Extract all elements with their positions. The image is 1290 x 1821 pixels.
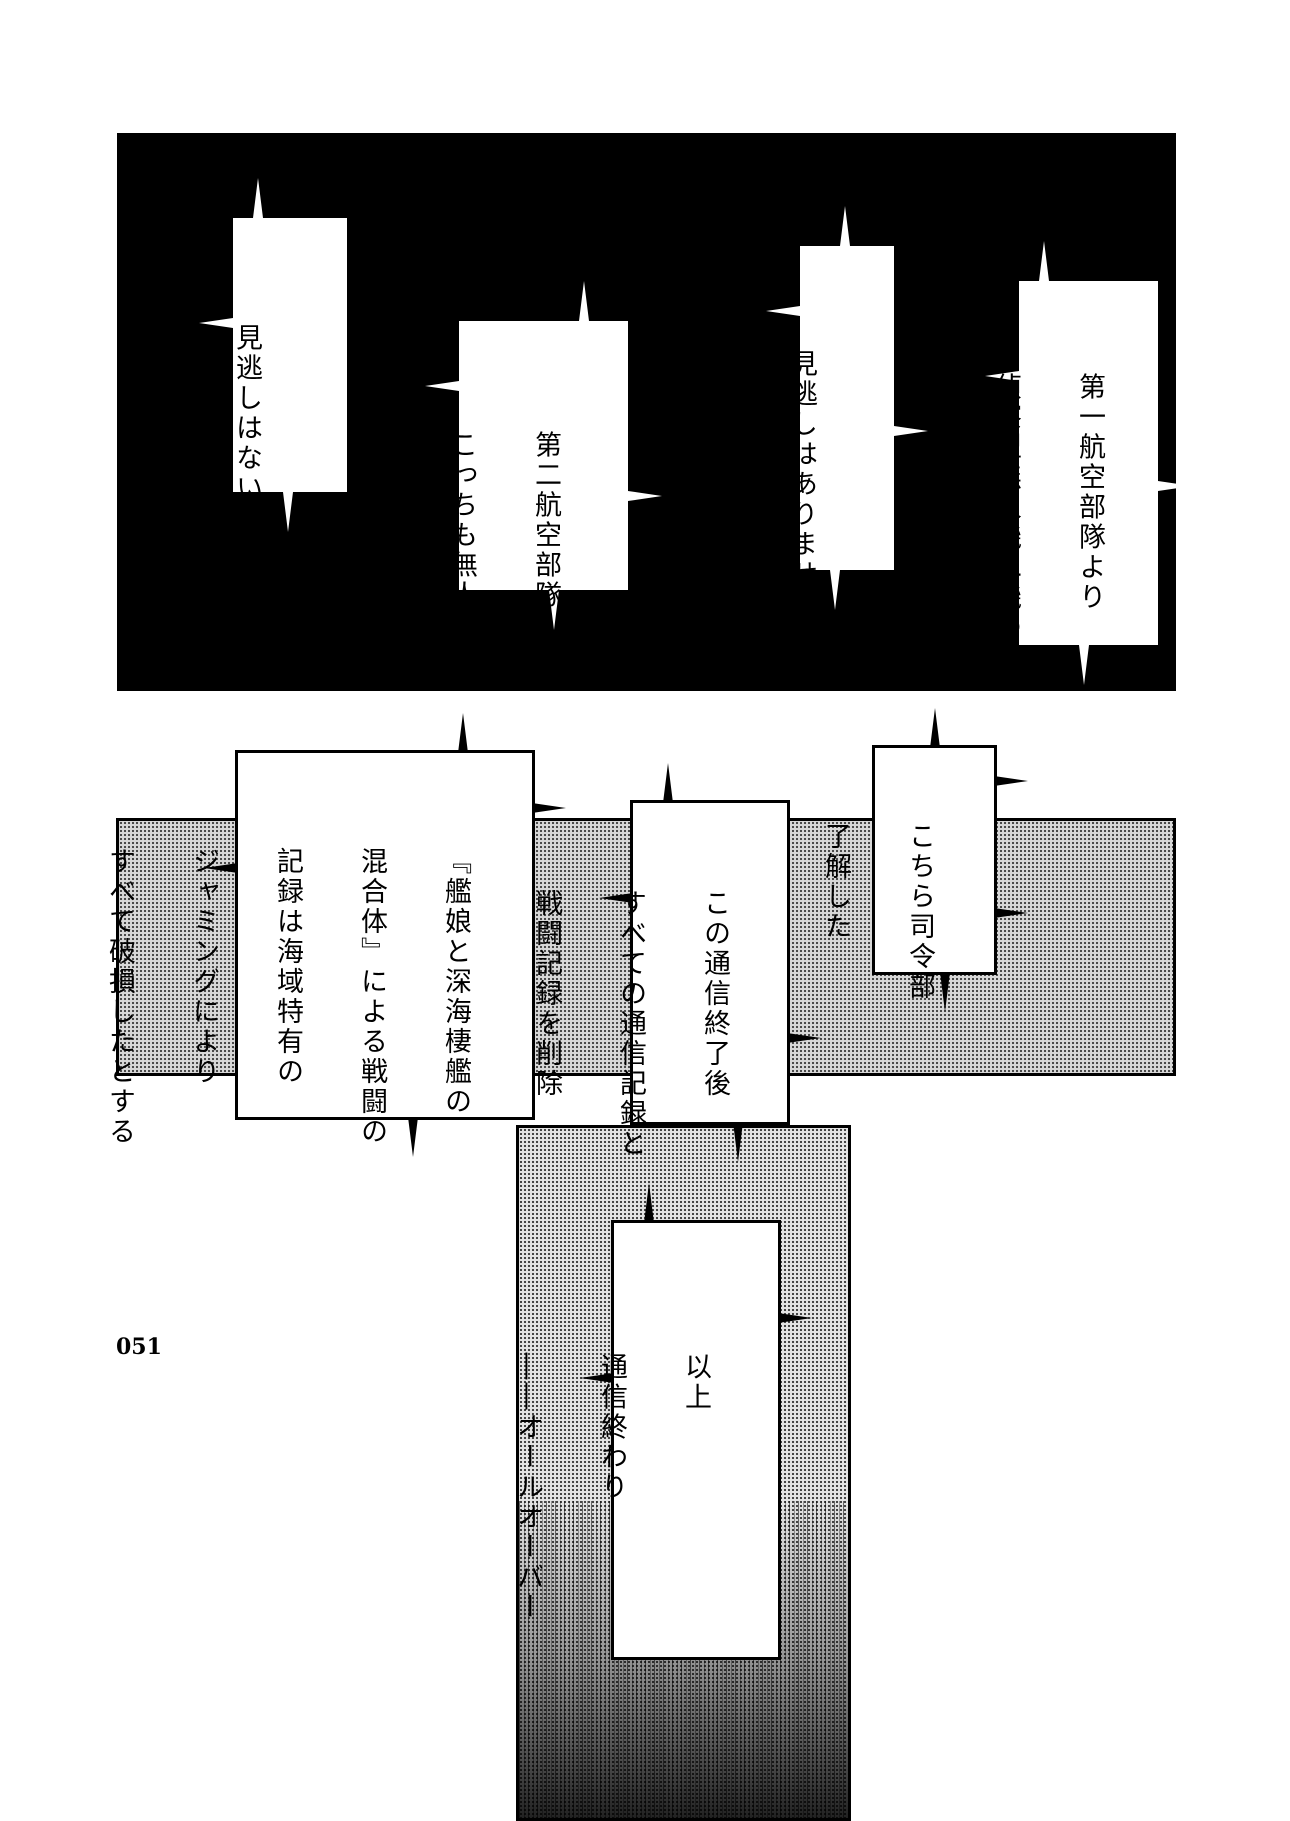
- speech-text: この通信終了後 すべての通信記録と 戦闘記録を削除: [483, 843, 777, 1159]
- speech-balloon-no-misses: 見逃しはないはず: [199, 178, 350, 564]
- speech-line: ジャミングにより: [188, 847, 219, 1088]
- speech-line: 迎撃に成功しました: [906, 372, 937, 643]
- speech-text: 『艦娘と深海棲艦の 混合体』による戦闘の 記録は海域特有の ジャミングにより す…: [56, 801, 518, 1147]
- speech-line: この通信終了後: [699, 889, 730, 1100]
- speech-balloon-first-squadron: 第一航空部隊より 偵察型無人機二機の 迎撃に成功しました: [906, 241, 1192, 685]
- balloon-spike: [930, 708, 940, 748]
- balloon-spike: [580, 1373, 614, 1383]
- balloon-spike: [1039, 241, 1049, 281]
- speech-line: 偵察型無人機二機の: [990, 372, 1021, 643]
- speech-line: 混合体』による戦闘の: [356, 847, 387, 1148]
- speech-line: こっちも無人機: [446, 430, 477, 641]
- balloon-spike: [994, 776, 1028, 786]
- speech-balloon-second-squadron: 第二航空部隊 こっちも無人機 一つ落としたよ: [362, 281, 662, 641]
- balloon-spike: [766, 306, 800, 316]
- balloon-spike: [1079, 645, 1089, 685]
- balloon-spike: [532, 803, 566, 813]
- speech-line: 通信終わり: [596, 1352, 627, 1503]
- speech-line: すべて破損したとする: [104, 847, 135, 1148]
- speech-text: 以上 通信終わり ――オールオーバー: [516, 1283, 758, 1623]
- balloon-spike: [283, 492, 293, 532]
- speech-line: すべての通信記録と: [615, 889, 646, 1160]
- balloon-spike: [458, 713, 468, 753]
- speech-balloon-jamming-report: 『艦娘と深海棲艦の 混合体』による戦闘の 記録は海域特有の ジャミングにより す…: [104, 713, 566, 1157]
- balloon-spike: [894, 426, 928, 436]
- balloon-spike: [408, 1117, 418, 1157]
- balloon-spike: [787, 1033, 821, 1043]
- speech-line: 第一航空部隊より: [1074, 372, 1105, 613]
- balloon-spike: [663, 763, 673, 803]
- speech-line: こちら司令部: [904, 822, 935, 1003]
- speech-balloon-none-missed: 見逃しはありません: [766, 206, 928, 620]
- bottom-panel: 以上 通信終わり ――オールオーバー: [516, 1125, 851, 1821]
- speech-text: 見逃しはないはず: [183, 254, 309, 564]
- top-panel: 第一航空部隊より 偵察型無人機二機の 迎撃に成功しました 見逃しはありません 第…: [117, 133, 1192, 691]
- speech-text: こちら司令部 了解した: [772, 776, 982, 1002]
- balloon-spike: [994, 908, 1028, 918]
- balloon-spike: [199, 318, 233, 328]
- balloon-spike: [599, 893, 633, 903]
- speech-balloon-over-and-out: 以上 通信終わり ――オールオーバー: [519, 1183, 812, 1660]
- balloon-spike: [733, 1122, 743, 1162]
- speech-line: 見逃しはないはず: [231, 323, 262, 564]
- balloon-spike: [204, 863, 238, 873]
- speech-balloon-delete-records: この通信終了後 すべての通信記録と 戦闘記録を削除: [531, 763, 821, 1162]
- balloon-spike: [628, 491, 662, 501]
- balloon-spike: [425, 381, 459, 391]
- speech-line: 『艦娘と深海棲艦の: [440, 847, 471, 1118]
- speech-balloon-hq-ack: こちら司令部 了解した: [820, 708, 1028, 1012]
- speech-text: 第二航空部隊 こっちも無人機 一つ落としたよ: [314, 361, 608, 641]
- speech-line: 以上: [680, 1352, 711, 1413]
- balloon-spike: [985, 371, 1019, 381]
- speech-line: 一つ落としたよ: [362, 430, 393, 641]
- balloon-spike: [830, 570, 840, 610]
- balloon-spike: [840, 206, 850, 246]
- speech-line: 戦闘記録を削除: [531, 889, 562, 1100]
- balloon-spike: [253, 178, 263, 218]
- balloon-spike: [940, 972, 950, 1012]
- speech-line: 記録は海域特有の: [272, 847, 303, 1088]
- speech-text: 見逃しはありません: [738, 280, 864, 620]
- balloon-spike: [579, 281, 589, 321]
- speech-line: ――オールオーバー: [516, 1352, 543, 1623]
- balloon-spike: [1158, 481, 1192, 491]
- page-number: 051: [116, 1334, 162, 1360]
- balloon-spike: [549, 590, 559, 630]
- speech-line: 見逃しはありません: [786, 349, 817, 620]
- balloon-spike: [778, 1313, 812, 1323]
- speech-text: 第一航空部隊より 偵察型無人機二機の 迎撃に成功しました: [858, 303, 1152, 643]
- speech-line: 了解した: [820, 822, 851, 943]
- balloon-spike: [644, 1183, 654, 1223]
- speech-line: 第二航空部隊: [530, 430, 561, 611]
